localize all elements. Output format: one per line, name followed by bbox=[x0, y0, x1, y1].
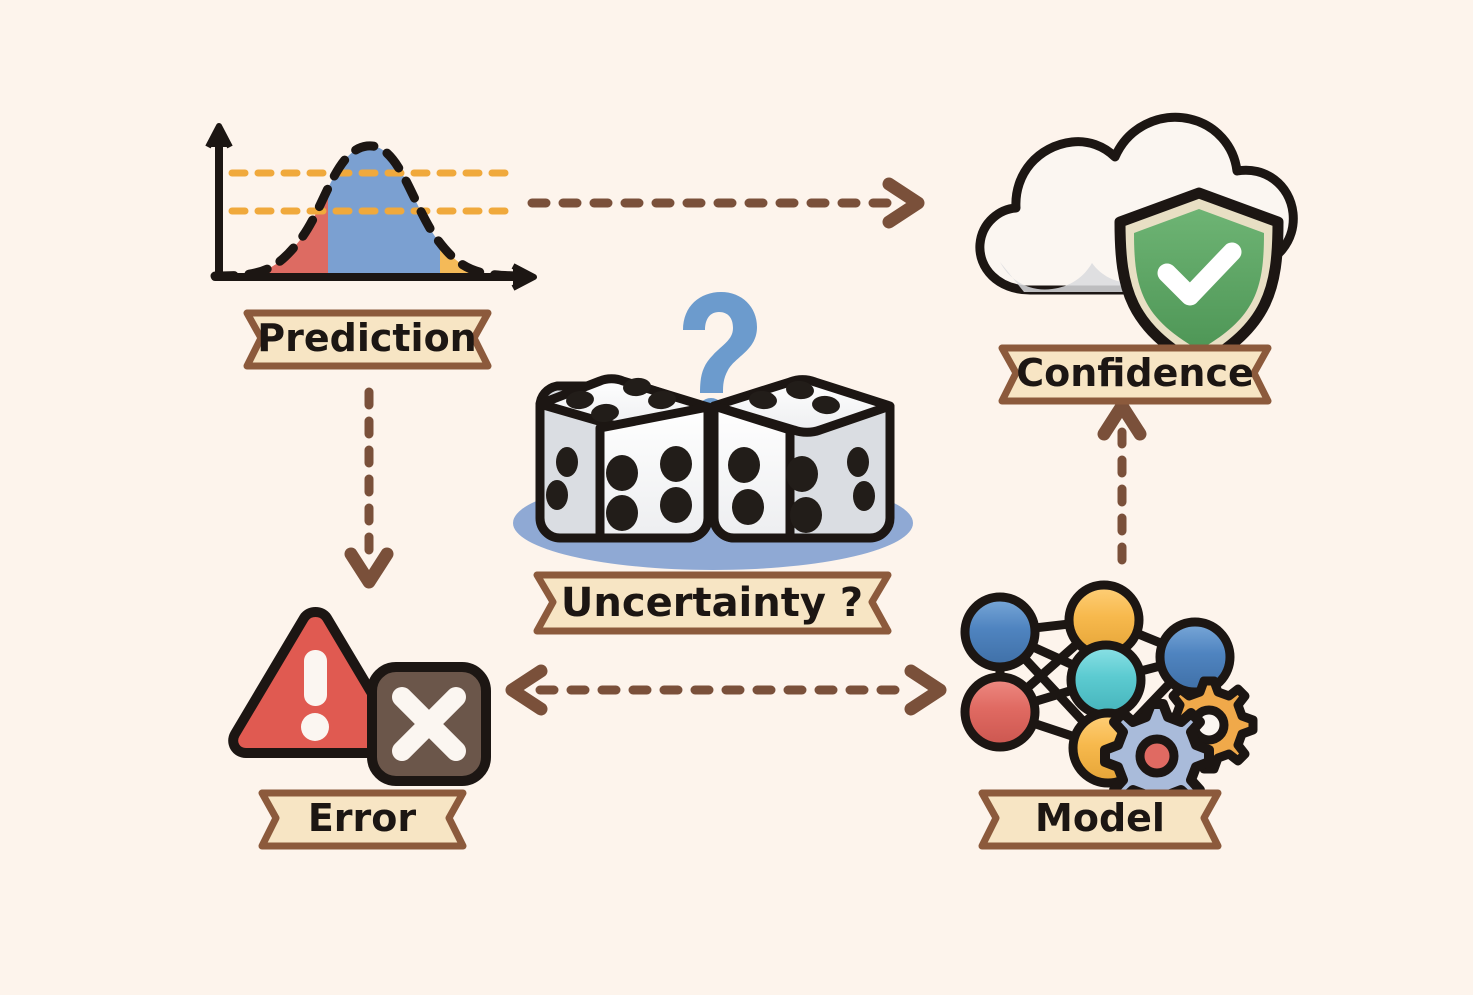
banner-shape bbox=[998, 344, 1272, 405]
banner-label-uncertainty: Uncertainty ? bbox=[561, 580, 863, 626]
banner-confidence[interactable]: Confidence bbox=[998, 344, 1272, 405]
die-right-side-pips bbox=[847, 447, 875, 511]
cloud-shield-check-icon bbox=[975, 112, 1298, 372]
die-left-top-pips bbox=[566, 377, 676, 423]
bell-curve-distribution-icon bbox=[205, 123, 537, 291]
network-node-input-2 bbox=[960, 672, 1040, 752]
banner-label-confidence: Confidence bbox=[1016, 351, 1254, 395]
arrow-model-to-confidence bbox=[1097, 399, 1147, 565]
arrow-error-model-bidirectional bbox=[505, 664, 947, 716]
warning-triangle-x-icon bbox=[228, 607, 491, 786]
gaussian-curve bbox=[210, 141, 533, 281]
close-icon bbox=[392, 687, 466, 761]
network-node-hidden-2 bbox=[1066, 640, 1146, 720]
network-node-output-1 bbox=[1155, 617, 1235, 697]
banner-shape bbox=[978, 789, 1222, 850]
exclamation-dot bbox=[301, 713, 329, 741]
die-left bbox=[535, 374, 713, 543]
arrow-prediction-to-error bbox=[344, 387, 394, 589]
die-right-front-pips bbox=[728, 447, 822, 533]
banner-label-prediction: Prediction bbox=[257, 316, 476, 360]
die-left-side-pips bbox=[546, 447, 578, 510]
neural-network-gears-icon bbox=[960, 580, 1258, 813]
gear-slate-hub bbox=[1135, 734, 1179, 778]
exclamation-bar bbox=[304, 650, 327, 706]
banner-error[interactable]: Error bbox=[258, 789, 467, 850]
y-axis-arrowhead bbox=[205, 123, 233, 149]
banner-uncertainty[interactable]: Uncertainty ? bbox=[533, 571, 892, 635]
dice-pair-question-icon bbox=[513, 292, 913, 570]
die-left-front-pips bbox=[606, 446, 692, 531]
die-right bbox=[709, 375, 895, 543]
network-node-input-1 bbox=[960, 592, 1040, 672]
banner-shape bbox=[258, 789, 467, 850]
question-mark-hook bbox=[683, 292, 757, 393]
banner-shape bbox=[533, 571, 892, 635]
banner-label-error: Error bbox=[308, 796, 417, 840]
banner-shape bbox=[243, 309, 492, 370]
banner-prediction[interactable]: Prediction bbox=[243, 309, 492, 370]
banner-model[interactable]: Model bbox=[978, 789, 1222, 850]
cloud-underside-shade bbox=[1000, 262, 1146, 292]
arrow-prediction-to-confidence bbox=[527, 177, 925, 229]
x-axis-arrowhead bbox=[511, 263, 537, 291]
die-right-top-pips bbox=[749, 380, 840, 415]
banner-label-model: Model bbox=[1035, 796, 1165, 840]
check-icon bbox=[1157, 242, 1242, 306]
